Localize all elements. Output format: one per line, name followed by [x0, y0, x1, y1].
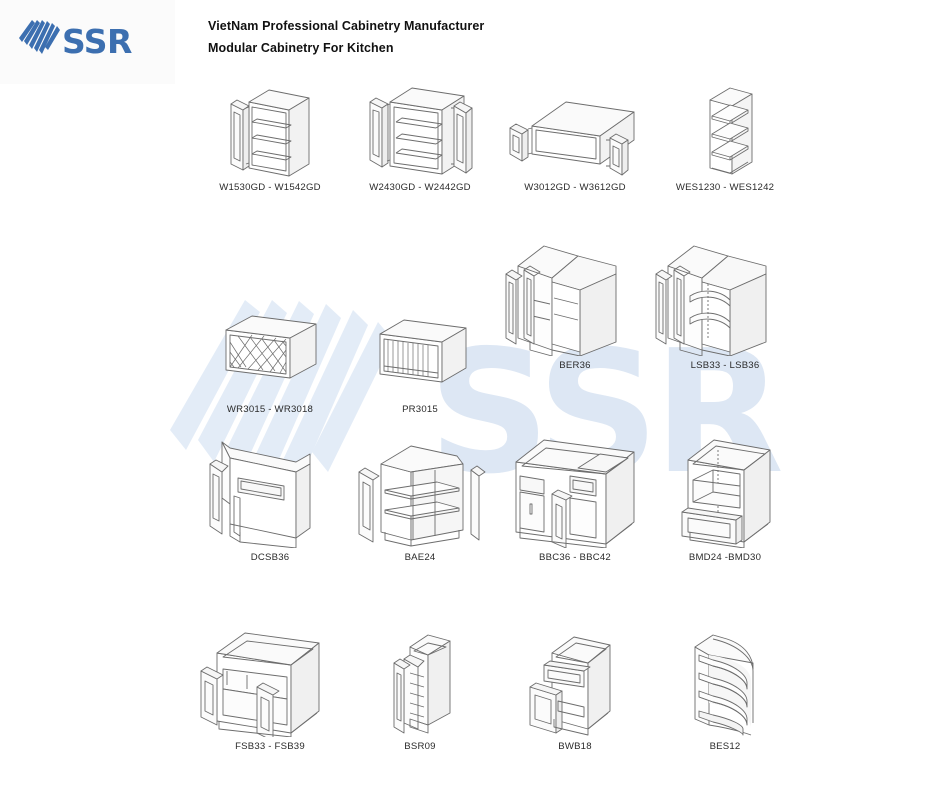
cabinet-drawing-lazy-susan-base — [650, 238, 800, 356]
cabinet-drawing-diagonal-corner-sink-base — [195, 428, 345, 548]
cabinet-drawing-plate-rack — [345, 282, 495, 400]
brand-logo-block: SSR — [0, 0, 175, 84]
catalog-item[interactable]: BBC36 - BBC42 — [500, 428, 650, 563]
cabinet-drawing-wall-single-door-3shelf — [195, 80, 345, 178]
ssr-striped-mark-icon — [16, 16, 64, 60]
catalog-item-code: PR3015 — [402, 404, 438, 415]
catalog-item-code: BBC36 - BBC42 — [539, 552, 611, 563]
page-title: VietNam Professional Cabinetry Manufactu… — [208, 15, 484, 59]
cabinet-drawing-base-blind-corner — [500, 428, 650, 548]
cabinet-drawing-wall-bridge-double-door — [500, 80, 650, 178]
catalog-item-code: LSB33 - LSB36 — [690, 360, 760, 371]
catalog-item[interactable]: WES1230 - WES1242 — [650, 80, 800, 193]
brand-logo-text: SSR — [62, 22, 132, 61]
catalog-item[interactable]: PR3015 — [345, 238, 495, 415]
cabinet-drawing-base-easy-reach-corner — [500, 238, 650, 356]
catalog-item[interactable]: W3012GD - W3612GD — [500, 80, 650, 193]
catalog-item[interactable]: W2430GD - W2442GD — [345, 80, 495, 193]
cabinet-drawing-base-angle-end-open — [345, 428, 495, 548]
catalog-item[interactable]: BSR09 — [345, 625, 495, 752]
header-line-1: VietNam Professional Cabinetry Manufactu… — [208, 19, 485, 33]
catalog-item-code: BES12 — [709, 741, 741, 752]
catalog-item[interactable]: BWB18 — [500, 625, 650, 752]
cabinet-drawing-base-end-shelf-radius — [650, 625, 800, 737]
catalog-item-code: BSR09 — [404, 741, 436, 752]
catalog-item-code: WES1230 - WES1242 — [675, 182, 775, 193]
catalog-item[interactable]: FSB33 - FSB39 — [195, 625, 345, 752]
catalog-item[interactable]: BAE24 — [345, 428, 495, 563]
cabinet-drawing-base-spice-rack-pullout — [345, 625, 495, 737]
catalog-item-code: BER36 — [559, 360, 591, 371]
cabinet-drawing-wall-end-open-shelf — [650, 80, 800, 178]
catalog-item-code: BWB18 — [558, 741, 592, 752]
cabinet-drawing-base-waste-bin-drawer — [500, 625, 650, 737]
header-line-2: Modular Cabinetry For Kitchen — [208, 41, 394, 55]
catalog-item-code: DCSB36 — [250, 552, 290, 563]
catalog-item-code: FSB33 - FSB39 — [235, 741, 305, 752]
catalog-item[interactable]: W1530GD - W1542GD — [195, 80, 345, 193]
catalog-item-code: BAE24 — [404, 552, 436, 563]
catalog-item[interactable]: BMD24 -BMD30 — [650, 428, 800, 563]
cabinet-drawing-wall-double-door-3shelf — [345, 80, 495, 178]
catalog-item[interactable]: BER36 — [500, 238, 650, 371]
cabinet-drawing-wine-lattice-rack — [195, 282, 345, 400]
cabinet-drawing-base-microwave-drawer — [650, 428, 800, 548]
catalog-item-code: W3012GD - W3612GD — [524, 182, 626, 193]
catalog-item-code: W1530GD - W1542GD — [219, 182, 321, 193]
catalog-item-code: W2430GD - W2442GD — [369, 182, 471, 193]
catalog-item-code: WR3015 - WR3018 — [226, 404, 314, 415]
catalog-item-code: BMD24 -BMD30 — [688, 552, 762, 563]
catalog-item[interactable]: LSB33 - LSB36 — [650, 238, 800, 371]
catalog-item[interactable]: WR3015 - WR3018 — [195, 238, 345, 415]
catalog-item[interactable]: DCSB36 — [195, 428, 345, 563]
catalog-item[interactable]: BES12 — [650, 625, 800, 752]
cabinet-drawing-farm-sink-base — [195, 625, 345, 737]
